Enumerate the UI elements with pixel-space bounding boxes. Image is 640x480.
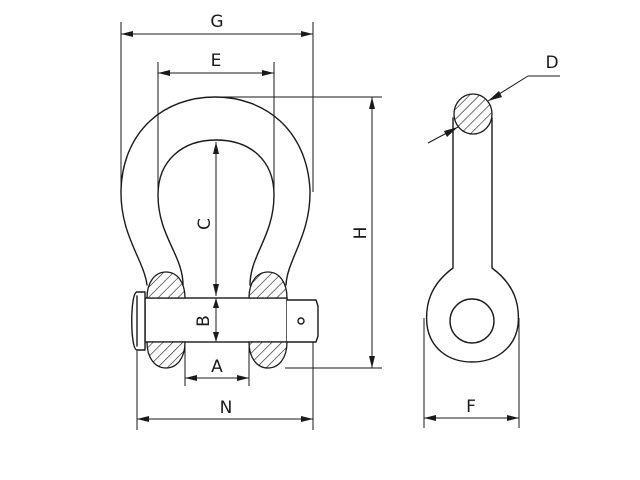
- front-view: G E C B: [120, 12, 382, 430]
- side-view: D F: [423, 53, 560, 428]
- side-eye-hole: [449, 298, 495, 344]
- eye-section-lower-left: [146, 341, 186, 369]
- pin-head: [131, 291, 146, 351]
- cotter-hole: [297, 317, 305, 325]
- label-D: D: [545, 53, 558, 73]
- dimension-A: A: [184, 342, 250, 386]
- bow-outer-outline: [120, 96, 311, 286]
- dimension-F: F: [423, 318, 520, 428]
- bow-cross-section: [453, 93, 493, 135]
- label-B: B: [194, 315, 214, 327]
- dimension-G: G: [120, 12, 314, 192]
- dimension-B: B: [194, 298, 219, 342]
- label-F: F: [466, 397, 476, 417]
- dimension-N: N: [136, 342, 314, 430]
- bow-inner-outline: [157, 139, 275, 286]
- label-A: A: [211, 357, 223, 377]
- label-G: G: [210, 12, 223, 32]
- eye-section-lower-right: [248, 341, 288, 369]
- dimension-E: E: [157, 51, 275, 200]
- side-outline: [425, 117, 520, 363]
- pin-tip: [286, 299, 319, 343]
- label-H: H: [351, 227, 371, 240]
- label-E: E: [211, 51, 222, 71]
- eye-section-upper-left: [146, 271, 186, 299]
- label-C: C: [195, 218, 215, 230]
- dimension-D: D: [427, 53, 560, 144]
- dimension-H: H: [216, 96, 382, 369]
- label-N: N: [220, 398, 233, 418]
- eye-section-upper-right: [248, 271, 288, 299]
- dimension-C: C: [195, 142, 219, 296]
